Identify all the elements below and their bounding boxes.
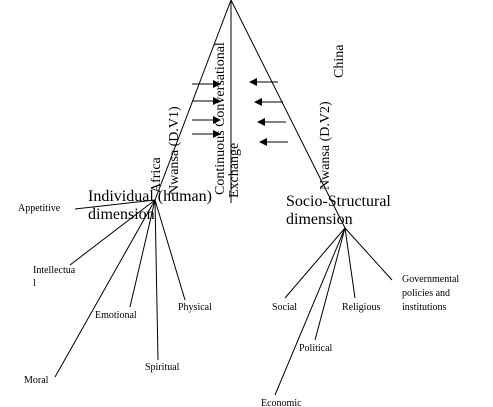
label-dv2: Nwansa (D.V2) <box>318 101 333 190</box>
label-dv1-africa: Africa <box>149 156 164 193</box>
label-dv2-china: China <box>332 44 347 78</box>
label-individual-2: dimension <box>88 206 155 223</box>
label-intellectual-2: l <box>33 278 36 289</box>
label-appetitive: Appetitive <box>18 203 61 214</box>
label-political: Political <box>299 343 333 354</box>
label-spiritual: Spiritual <box>145 362 180 373</box>
line-social <box>284 227 346 299</box>
label-individual-1: Individual (human) <box>88 188 212 205</box>
line-moral <box>54 199 156 378</box>
label-intellectual-1: Intellectua <box>33 265 76 276</box>
line-spiritual <box>154 199 159 361</box>
line-appetitive <box>74 199 156 210</box>
label-moral: Moral <box>24 375 49 386</box>
label-exchange: Exchange <box>227 143 242 198</box>
line-physical <box>154 199 186 301</box>
line-emotional <box>129 199 156 308</box>
label-religious: Religious <box>342 302 380 313</box>
label-dv1: Nwansa (D.V1) <box>167 106 182 195</box>
label-economic: Economic <box>261 398 302 407</box>
line-intellectual <box>69 199 156 266</box>
label-emotional: Emotional <box>95 310 137 321</box>
label-governmental-3: institutions <box>402 302 447 313</box>
line-economic <box>274 227 346 396</box>
label-socio-2: dimension <box>286 211 353 228</box>
right-main-line <box>230 0 346 229</box>
label-governmental-1: Governmental <box>402 274 459 285</box>
label-continuous: Continuous Conversational <box>213 42 228 195</box>
line-religious <box>344 227 356 299</box>
label-socio-1: Socio-Structural <box>286 193 391 210</box>
line-political <box>314 227 346 341</box>
left-main-line <box>154 0 232 201</box>
label-governmental-2: policies and <box>402 288 450 299</box>
label-social: Social <box>272 302 297 313</box>
label-physical: Physical <box>178 302 212 313</box>
line-governmental <box>344 227 393 281</box>
